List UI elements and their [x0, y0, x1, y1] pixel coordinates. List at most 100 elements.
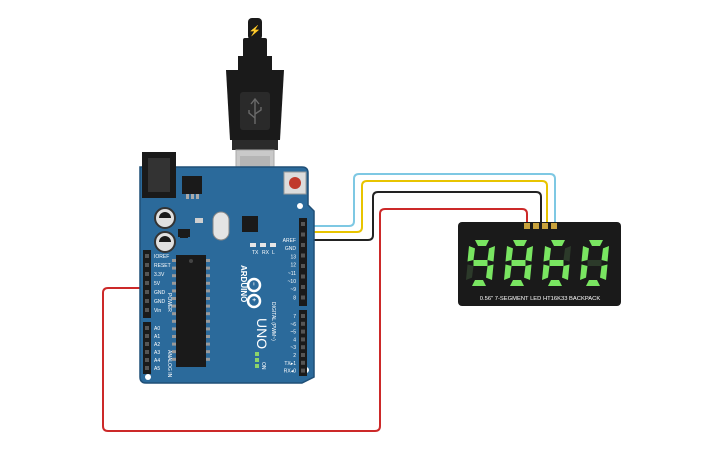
- power-jack: [142, 152, 176, 198]
- digital-pin[interactable]: [301, 360, 305, 365]
- crystal-oscillator: [212, 211, 230, 241]
- capacitor: [154, 207, 176, 229]
- pin-label: 3.3V: [154, 272, 165, 278]
- analog-pin[interactable]: [145, 350, 149, 354]
- smd-part: [195, 218, 203, 223]
- pin-label: 7: [293, 314, 296, 320]
- icsp-header: [178, 229, 190, 237]
- power-pin[interactable]: [145, 272, 149, 276]
- digital-pin[interactable]: [301, 264, 305, 268]
- usb-chip: [242, 216, 258, 232]
- pin-label: 5V: [154, 281, 161, 287]
- digital-pin[interactable]: [301, 321, 305, 326]
- analog-pin[interactable]: [145, 334, 149, 338]
- digit: [504, 240, 533, 286]
- digital-pin[interactable]: [301, 274, 305, 279]
- tx-led-label: TX: [252, 250, 259, 256]
- digital-pin[interactable]: [301, 314, 305, 318]
- display-pin[interactable]: [542, 223, 548, 229]
- analog-label: ANALOG IN: [166, 350, 172, 378]
- digital-pin[interactable]: [301, 222, 305, 226]
- reset-button[interactable]: [283, 171, 307, 195]
- wires: [102, 173, 556, 432]
- digit: [542, 240, 571, 286]
- power-pin[interactable]: [145, 263, 149, 267]
- digital-pin[interactable]: [301, 345, 305, 350]
- digital-pin[interactable]: [301, 353, 305, 357]
- pin-label: ~9: [290, 287, 296, 293]
- pin-label: ~10: [288, 279, 297, 285]
- pin-label: A0: [154, 326, 160, 332]
- mounting-hole: [297, 203, 303, 209]
- digital-pin[interactable]: [301, 243, 305, 247]
- analog-pin[interactable]: [145, 342, 149, 346]
- analog-pin[interactable]: [145, 358, 149, 362]
- display-pin[interactable]: [524, 223, 530, 229]
- pin-label: TX▸1: [284, 361, 296, 367]
- power-pin[interactable]: [145, 308, 149, 312]
- arduino-uno-board[interactable]: TX RX L − + ARDUINO UNO ON: [139, 152, 315, 384]
- pin-label: ~6: [290, 322, 296, 328]
- l-led-label: L: [272, 250, 275, 256]
- digital-pin[interactable]: [301, 232, 305, 237]
- pin-label: 8: [293, 295, 296, 301]
- wire-cyan-scl[interactable]: [300, 173, 556, 227]
- on-led: ON: [255, 352, 266, 370]
- svg-text:−: −: [250, 282, 256, 286]
- pin-label: AREF: [283, 238, 296, 244]
- pin-label: A4: [154, 358, 160, 364]
- digital-pin[interactable]: [301, 329, 305, 334]
- power-pin[interactable]: [145, 254, 149, 258]
- pin-label: A2: [154, 342, 160, 348]
- analog-pin[interactable]: [145, 366, 149, 370]
- pin-label: ~3: [290, 345, 296, 351]
- atmega-chip: [172, 255, 210, 367]
- pin-label: GND: [154, 299, 166, 305]
- pin-label: RESET: [154, 263, 171, 269]
- digital-label: DIGITAL (PWM~): [270, 302, 276, 341]
- usb-icon: [248, 97, 262, 124]
- model-label: UNO: [254, 318, 270, 349]
- on-led-label: ON: [260, 362, 266, 370]
- wire-black-gnd[interactable]: [300, 191, 542, 241]
- arduino-logo: − +: [246, 277, 262, 309]
- rx-led-label: RX: [262, 250, 270, 256]
- voltage-regulator: [182, 176, 202, 199]
- display-pin[interactable]: [551, 223, 557, 229]
- display-caption: 0.56" 7-SEGMENT LED HT16K33 BACKPACK: [480, 296, 601, 302]
- pin-label: GND: [154, 290, 166, 296]
- wire-yellow-sda[interactable]: [300, 180, 548, 233]
- display-pin[interactable]: [533, 223, 539, 229]
- digital-pin[interactable]: [301, 368, 305, 373]
- digital-pin[interactable]: [301, 295, 305, 300]
- digit: [580, 240, 609, 286]
- analog-pin[interactable]: [145, 326, 149, 330]
- pin-label: 12: [290, 263, 296, 269]
- lightning-icon: ⚡: [249, 24, 261, 37]
- pin-label: ~11: [288, 271, 296, 277]
- svg-text:+: +: [250, 298, 256, 302]
- digital-pin[interactable]: [301, 285, 305, 289]
- tx-rx-leds: TX RX L: [250, 243, 276, 256]
- digital-pin[interactable]: [301, 253, 305, 258]
- digital-pin[interactable]: [301, 337, 305, 342]
- power-pin[interactable]: [145, 290, 149, 294]
- seven-segment-display[interactable]: 0.56" 7-SEGMENT LED HT16K33 BACKPACK: [458, 222, 621, 306]
- display-pins[interactable]: [524, 223, 557, 229]
- pin-label: IOREF: [154, 254, 169, 260]
- pin-label: A3: [154, 350, 160, 356]
- pin-label: Vin: [154, 308, 161, 314]
- power-pin[interactable]: [145, 281, 149, 285]
- pin-label: RX◂0: [284, 369, 296, 375]
- power-pin[interactable]: [145, 299, 149, 303]
- pin-label: A5: [154, 366, 160, 372]
- wire-red-5v[interactable]: [102, 208, 528, 432]
- digit: [466, 240, 495, 286]
- mounting-hole: [145, 374, 151, 380]
- pin-label: 2: [293, 353, 296, 359]
